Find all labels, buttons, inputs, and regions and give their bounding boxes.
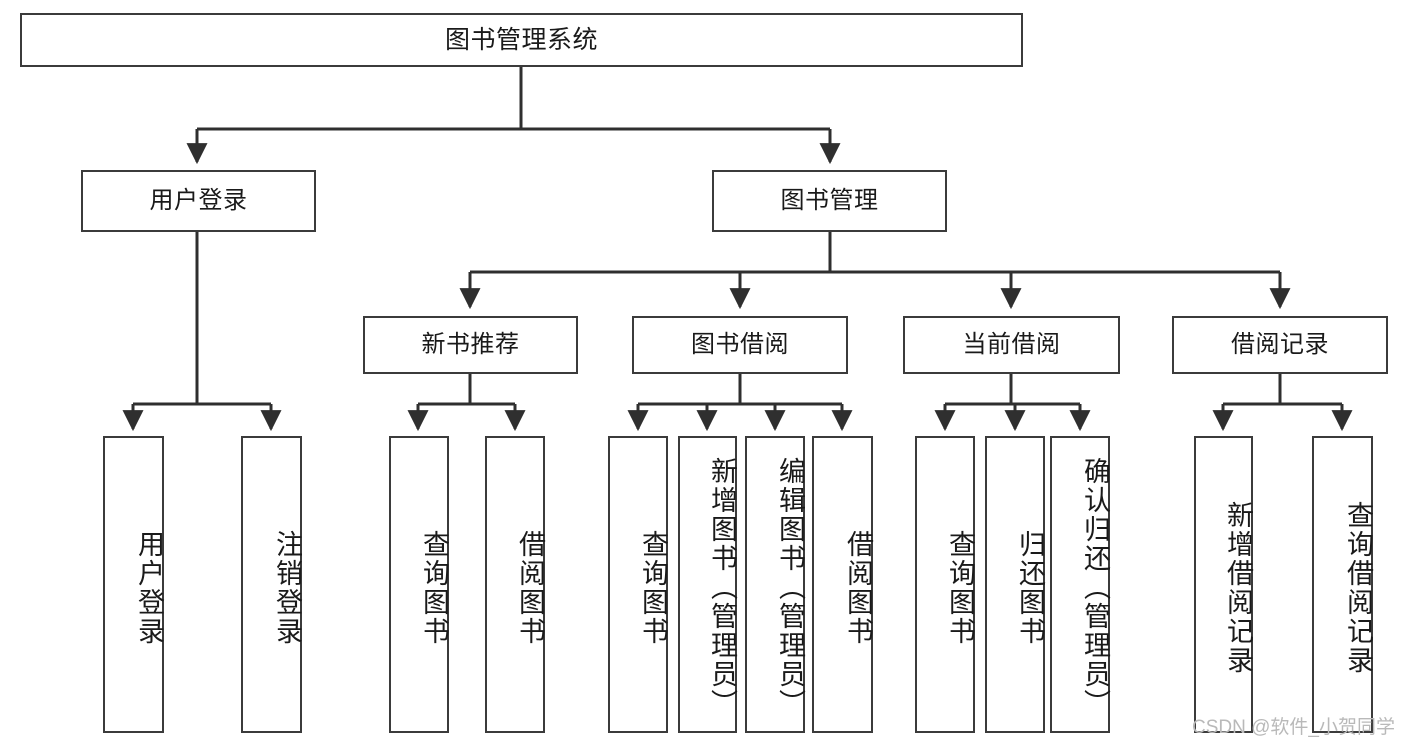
node-label: 图书管理系统: [444, 25, 598, 54]
node-label: 图书借阅: [691, 331, 789, 359]
node-label: 确认归还（管理员）: [1080, 457, 1110, 718]
node-label: 新增图书（管理员）: [707, 457, 737, 718]
node-label: 当前借阅: [962, 331, 1061, 359]
leaf-user-login-logout[interactable]: 注销登录: [241, 436, 302, 733]
leaf-record-add-record[interactable]: 新增借阅记录: [1194, 436, 1253, 733]
node-label: 新增借阅记录: [1223, 500, 1253, 675]
node-user-login[interactable]: 用户登录: [81, 170, 316, 232]
leaf-borrow-query-book[interactable]: 查询图书: [608, 436, 668, 733]
node-label: 查询借阅记录: [1343, 500, 1373, 675]
leaf-user-login-login[interactable]: 用户登录: [103, 436, 164, 733]
node-label: 查询图书: [638, 529, 668, 646]
node-label: 查询图书: [945, 529, 975, 646]
node-label: 归还图书: [1015, 529, 1045, 646]
node-label: 用户登录: [149, 187, 248, 215]
node-label: 图书管理: [780, 187, 879, 215]
node-label: 新书推荐: [421, 331, 520, 359]
node-label: 用户登录: [134, 529, 164, 646]
node-label: 借阅图书: [515, 529, 545, 646]
node-label: 查询图书: [419, 529, 449, 646]
leaf-borrow-add-book-admin[interactable]: 新增图书（管理员）: [678, 436, 737, 733]
node-root-system[interactable]: 图书管理系统: [20, 13, 1023, 67]
leaf-borrow-borrow-book[interactable]: 借阅图书: [812, 436, 873, 733]
node-current-borrow[interactable]: 当前借阅: [903, 316, 1120, 374]
node-label: 借阅记录: [1231, 331, 1329, 359]
leaf-borrow-edit-book-admin[interactable]: 编辑图书（管理员）: [745, 436, 805, 733]
leaf-current-return-book[interactable]: 归还图书: [985, 436, 1045, 733]
watermark: CSDN @软件_小贺同学: [1192, 717, 1395, 738]
leaf-record-query-record[interactable]: 查询借阅记录: [1312, 436, 1373, 733]
node-book-borrow[interactable]: 图书借阅: [632, 316, 848, 374]
node-book-management[interactable]: 图书管理: [712, 170, 947, 232]
node-label: 借阅图书: [843, 529, 873, 646]
node-borrow-record[interactable]: 借阅记录: [1172, 316, 1388, 374]
leaf-recommend-query-book[interactable]: 查询图书: [389, 436, 449, 733]
leaf-current-query-book[interactable]: 查询图书: [915, 436, 975, 733]
node-label: 注销登录: [272, 529, 302, 646]
leaf-current-confirm-return-admin[interactable]: 确认归还（管理员）: [1050, 436, 1110, 733]
node-label: 编辑图书（管理员）: [775, 457, 805, 718]
node-new-book-recommend[interactable]: 新书推荐: [363, 316, 578, 374]
leaf-recommend-borrow-book[interactable]: 借阅图书: [485, 436, 545, 733]
